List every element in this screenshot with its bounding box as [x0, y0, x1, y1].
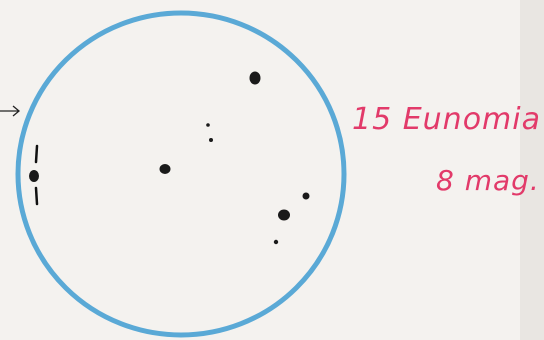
- star-icon: [160, 164, 171, 174]
- asteroid-dot: [29, 170, 39, 182]
- star-icon: [278, 210, 290, 221]
- object-magnitude: 8 mag.: [436, 164, 541, 198]
- motion-arrow-icon: [0, 106, 19, 116]
- object-label: 15 Eunomia 8 mag.: [352, 100, 541, 198]
- star-icon: [303, 193, 310, 200]
- object-name: 15 Eunomia: [352, 100, 541, 140]
- field-of-view-circle: [18, 13, 344, 335]
- star-icon: [206, 123, 210, 127]
- star-icon: [274, 240, 278, 244]
- star-icon: [209, 138, 213, 142]
- star-icon: [250, 72, 261, 85]
